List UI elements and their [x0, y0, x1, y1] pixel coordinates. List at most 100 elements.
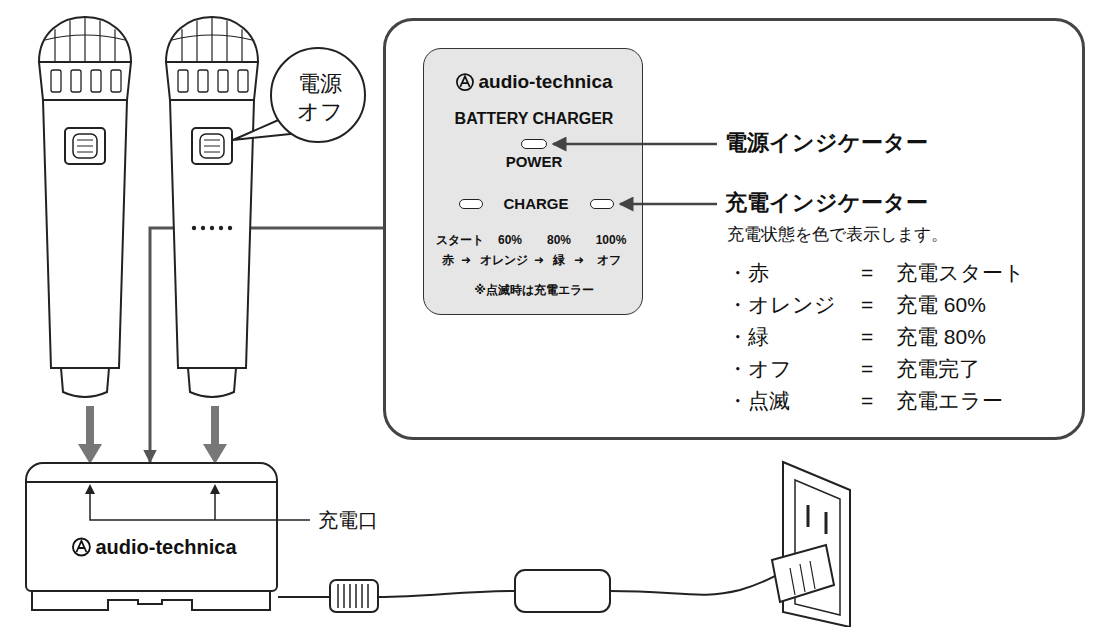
plug	[772, 545, 834, 602]
wireless-microphone-part	[111, 70, 121, 92]
leader-arrow	[620, 203, 717, 206]
port-arrow	[85, 484, 220, 494]
scale-label: スタート	[436, 233, 484, 247]
panel-title: BATTERY CHARGER	[455, 110, 614, 127]
indicator-heading: 充電インジケーター	[725, 190, 928, 215]
color-label: 緑	[553, 253, 565, 267]
brand-logo-wrap: audio-technica	[71, 535, 236, 559]
brand-logo-wrap: audio-technica	[455, 71, 612, 94]
scale-label: 100%	[596, 233, 627, 247]
brand-logo: audio-technica	[95, 535, 236, 559]
arrow-glyph-wrap: ➜	[574, 253, 584, 267]
wireless-microphone-part	[198, 70, 208, 92]
callout-text-wrap: 電源 オフ	[295, 70, 345, 125]
equals-sign: =	[861, 389, 873, 412]
charger-feet	[32, 592, 270, 610]
state-meaning-wrap: 充電スタート	[896, 260, 1025, 285]
state-color-wrap: ・オレンジ	[727, 292, 836, 317]
equals-sign-wrap: =	[861, 260, 873, 285]
wireless-microphone-part	[71, 70, 81, 92]
wireless-microphone-part	[45, 35, 125, 40]
led-name: POWER	[506, 153, 563, 170]
lid-seam	[27, 481, 276, 483]
faceplate-fill-and-leaders	[423, 48, 717, 315]
wireless-microphone-part	[192, 128, 232, 164]
scale-label-wrap: 60%	[498, 233, 522, 247]
state-meaning: 充電 80%	[896, 325, 986, 348]
indicator-description-wrap: 充電状態を色で表示します。	[727, 225, 948, 245]
equals-sign: =	[861, 325, 873, 348]
brand-logo: audio-technica	[478, 71, 612, 94]
wireless-microphone-part	[73, 134, 97, 158]
equals-sign: =	[861, 357, 873, 380]
wireless-microphone-part	[228, 226, 232, 230]
arrow-glyph-wrap: ➜	[461, 253, 471, 267]
wireless-microphone-part	[39, 62, 131, 100]
ferrite-ridges-part	[361, 584, 363, 608]
wireless-microphone-part	[200, 134, 224, 158]
state-color-wrap: ・オフ	[727, 356, 792, 381]
ferrite-ridges-part	[367, 584, 369, 608]
color-label: 赤	[442, 253, 454, 267]
color-label-wrap: 緑	[553, 253, 565, 267]
wireless-microphone-part	[99, 21, 100, 62]
wireless-microphone-part	[166, 17, 258, 62]
led-name: CHARGE	[503, 195, 568, 212]
wireless-microphone-part	[65, 128, 105, 164]
charger-faceplate: audio-technicaBATTERY CHARGER POWER CHARGE…	[423, 48, 643, 315]
state-meaning-wrap: 充電完了	[896, 356, 980, 381]
wireless-microphone-part	[69, 21, 70, 62]
wireless-microphone-part	[219, 226, 223, 230]
error-note: ※点滅時は充電エラー	[474, 283, 594, 297]
ferrite-ridges-part	[355, 584, 357, 608]
wireless-microphone-part	[210, 226, 214, 230]
scale-label-wrap: 100%	[596, 233, 627, 247]
wireless-microphone-part	[54, 29, 55, 62]
wireless-microphone-part	[114, 29, 115, 62]
indicator-heading-wrap: 充電インジケーター	[725, 190, 928, 216]
callout-text: 電源 オフ	[297, 71, 343, 124]
wireless-microphone-part	[178, 70, 188, 92]
indicator-description: 充電状態を色で表示します。	[727, 225, 948, 244]
state-color: ・オレンジ	[727, 293, 836, 316]
indicator-led	[521, 139, 547, 149]
indicator-led	[459, 199, 483, 209]
indicator-heading-wrap: 電源インジケーター	[725, 130, 928, 156]
wireless-microphone-part	[238, 70, 248, 92]
wireless-microphone	[166, 17, 258, 397]
leader-arrow	[553, 143, 717, 146]
wireless-microphone-part	[172, 35, 252, 40]
ferrite-core	[330, 580, 378, 612]
state-color-wrap: ・点滅	[727, 388, 790, 413]
color-label: オフ	[597, 253, 621, 267]
wireless-microphone-part	[43, 100, 127, 368]
wireless-microphone-part	[91, 70, 101, 92]
indicator-led	[590, 199, 614, 209]
state-meaning: 充電 60%	[896, 293, 986, 316]
wireless-microphone-part	[192, 226, 196, 230]
logo-mark	[457, 74, 473, 90]
state-meaning-wrap: 充電エラー	[896, 388, 1003, 413]
state-meaning-wrap: 充電 80%	[896, 324, 986, 349]
ferrite-ridges-part	[349, 584, 351, 608]
ferrite-ridges	[338, 584, 368, 608]
led-name-wrap: POWER	[506, 153, 563, 171]
color-label: オレンジ	[480, 253, 528, 267]
wireless-microphone-part	[196, 21, 197, 62]
logo-mark	[455, 72, 474, 91]
state-color: ・オフ	[727, 357, 792, 380]
logo-mark	[71, 537, 91, 557]
drop-arrow	[203, 406, 227, 464]
equals-sign-wrap: =	[861, 356, 873, 381]
state-color: ・赤	[727, 261, 769, 284]
state-color-wrap: ・緑	[727, 324, 769, 349]
equals-sign: =	[861, 261, 873, 284]
state-meaning-wrap: 充電 60%	[896, 292, 986, 317]
error-note-wrap: ※点滅時は充電エラー	[474, 283, 594, 297]
state-color-wrap: ・赤	[727, 260, 769, 285]
logo-mark	[73, 539, 90, 556]
logo-mark	[76, 541, 86, 552]
arrow-glyph-wrap: ➜	[534, 253, 544, 267]
wireless-microphone-part	[226, 21, 227, 62]
faceplate-fill	[423, 48, 643, 315]
